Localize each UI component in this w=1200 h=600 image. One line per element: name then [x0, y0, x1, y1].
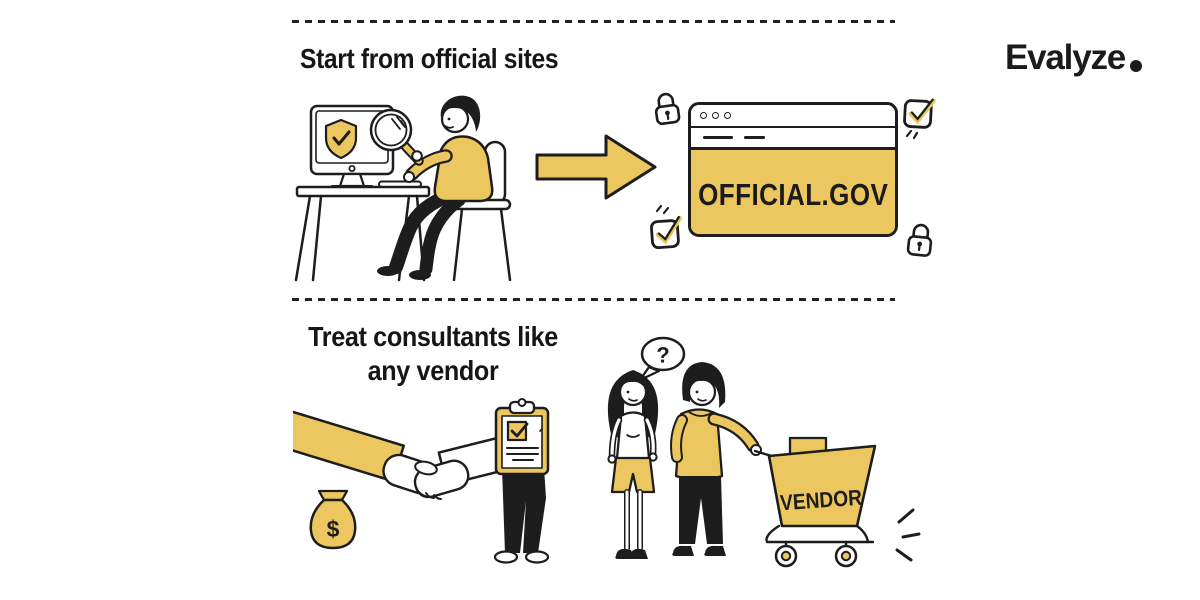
- woman-figure: [607, 370, 659, 559]
- cart-label: VENDOR: [779, 485, 863, 516]
- window-dot-icon: [724, 112, 731, 119]
- divider-dashed-top: [292, 20, 895, 23]
- section-vendor-title-line2: any vendor: [367, 354, 499, 386]
- toolbar-line: [744, 136, 765, 139]
- handshake-clipboard-illustration: $: [293, 398, 550, 564]
- divider-dashed-middle: [292, 298, 895, 301]
- handshake-hands: [382, 453, 470, 500]
- money-bag-icon: $: [309, 489, 357, 550]
- section-official-title: Start from official sites: [300, 43, 559, 74]
- browser-toolbar: [691, 128, 895, 150]
- brand-logo: Evalyze: [1005, 38, 1143, 77]
- question-mark: ?: [656, 343, 669, 368]
- couple-vendor-cart-illustration: ?: [607, 336, 921, 568]
- browser-window: OFFICIAL.GOV: [688, 102, 898, 237]
- brand-name: Evalyze: [1005, 38, 1126, 77]
- question-bubble: ?: [638, 336, 686, 382]
- browser-content: OFFICIAL.GOV: [691, 150, 895, 234]
- emphasis-lines-icon: [895, 508, 921, 562]
- dollar-sign: $: [327, 516, 340, 542]
- sparkle-icon: [655, 204, 670, 215]
- section-vendor-title: Treat consultants like any vendor: [294, 320, 573, 387]
- padlock-icon: [654, 92, 681, 126]
- brand-dot-icon: [1130, 60, 1143, 72]
- toolbar-line: [703, 136, 733, 139]
- browser-titlebar: [691, 105, 895, 128]
- contract-clipboard-icon: [494, 398, 550, 476]
- official-site-url: OFFICIAL.GOV: [697, 177, 889, 212]
- person-head: [440, 95, 481, 134]
- desk: [294, 180, 431, 282]
- checkbox-checked-icon: [903, 98, 936, 140]
- padlock-icon: [906, 223, 933, 257]
- magnifier-icon: [369, 108, 424, 166]
- man-figure: [670, 362, 762, 556]
- shield-check-icon: [324, 118, 358, 160]
- clipboard-person-legs: [493, 468, 550, 564]
- sparkle-icon: [905, 129, 919, 140]
- section-vendor-title-line1: Treat consultants like: [308, 321, 558, 352]
- person-at-computer-illustration: [294, 95, 512, 282]
- window-dot-icon: [712, 112, 719, 119]
- person-arm: [403, 149, 453, 183]
- person-legs: [377, 187, 466, 280]
- person-torso: [433, 135, 494, 203]
- window-dot-icon: [700, 112, 707, 119]
- checkbox-checked-icon: [650, 204, 683, 250]
- vendor-cart: VENDOR: [753, 436, 877, 568]
- right-arrow-icon: [535, 134, 657, 200]
